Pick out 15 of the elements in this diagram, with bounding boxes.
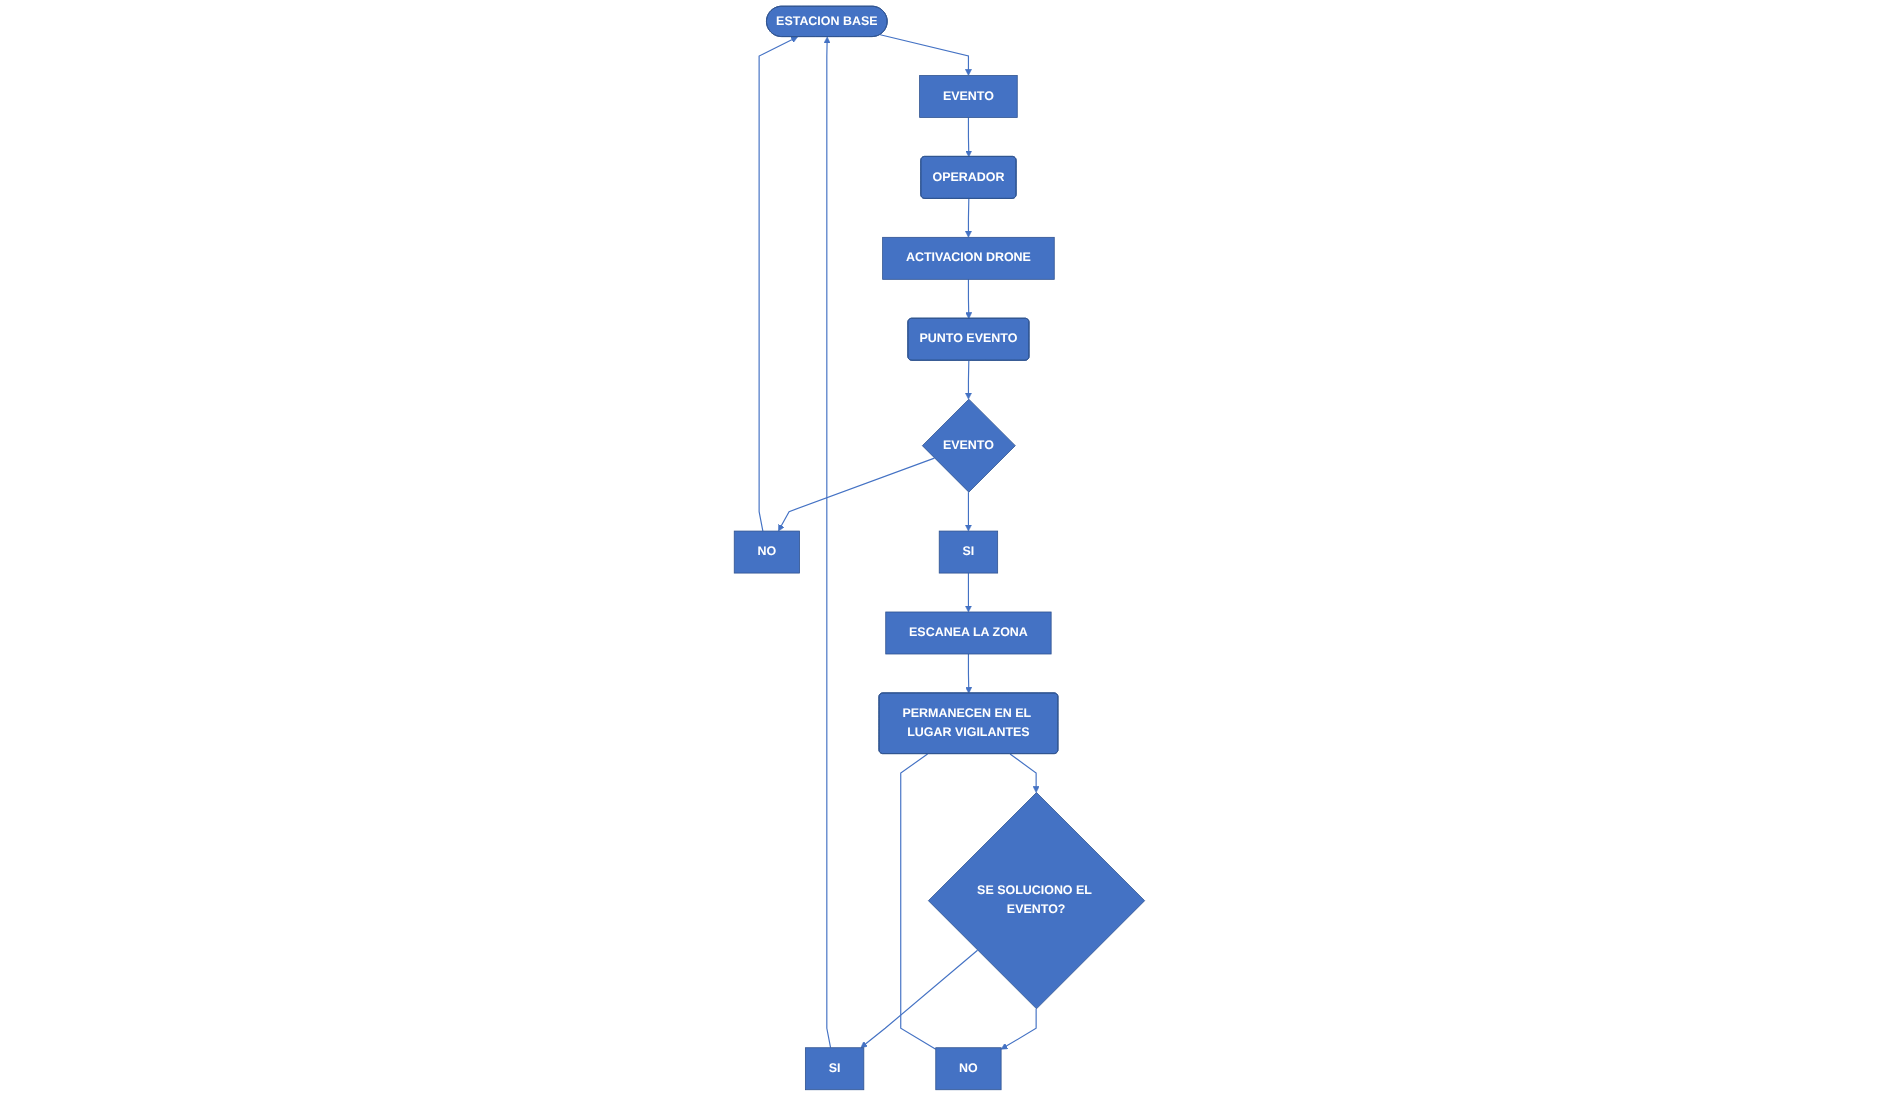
arrow [965,278,973,319]
arrow [965,116,973,158]
arrow [965,360,973,400]
arrow [965,198,973,238]
arrow [1001,1008,1038,1050]
arrow [965,491,973,532]
arrow [824,36,832,1049]
arrow [965,653,973,694]
arrow [778,457,936,532]
arrow [1010,753,1041,793]
arrow [965,572,973,613]
connector [900,753,937,1050]
arrow [759,36,799,532]
arrow [861,949,979,1049]
arrow [880,34,973,76]
